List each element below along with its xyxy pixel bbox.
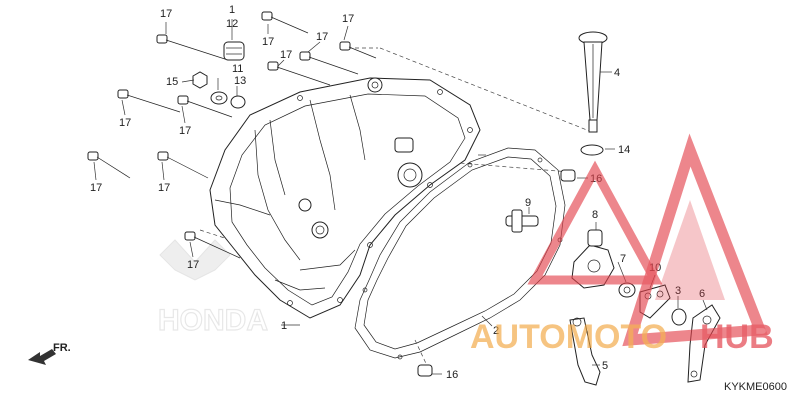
honda-wordmark: HONDA (158, 304, 268, 337)
callout-7: 7 (620, 253, 626, 265)
callout-6: 6 (699, 288, 705, 300)
callout-17-a: 17 (160, 8, 172, 20)
callout-17-c: 17 (342, 13, 354, 25)
automotohub-watermark: AUTOMOTO HUB (470, 133, 774, 356)
bolt-17-e (299, 51, 359, 75)
front-direction-indicator: FR. (28, 342, 71, 365)
dowel-16-top (560, 169, 576, 182)
bolt-17-d (267, 61, 331, 86)
oring-13 (230, 95, 246, 109)
callout-17-h: 17 (90, 182, 102, 194)
callout-1-bottom: 1 (281, 320, 287, 332)
bolt-17-a (156, 34, 229, 61)
watermark-text-hub: HUB (700, 318, 774, 356)
bolt-17-f (117, 89, 181, 113)
bearing-7 (618, 282, 636, 298)
washer-11 (210, 91, 228, 105)
callout-11: 11 (232, 63, 243, 75)
callout-17-f: 17 (119, 117, 131, 129)
oring-14 (580, 144, 604, 156)
callout-13: 13 (234, 75, 246, 87)
callout-17-e: 17 (316, 31, 328, 43)
callout-17-j: 17 (187, 259, 199, 271)
arm-5 (569, 317, 601, 386)
callout-2: 2 (493, 325, 499, 337)
dowel-16-bottom (417, 364, 433, 377)
callout-8: 8 (592, 209, 598, 221)
bolt-17-g (177, 95, 233, 118)
crankcase-cover (209, 77, 481, 319)
callout-17-b: 17 (262, 36, 274, 48)
callout-1-top: 1 (229, 4, 235, 16)
bolt-17-j (184, 231, 241, 259)
callout-labels: 1 12 11 13 15 17 17 17 17 17 17 17 17 17… (90, 4, 705, 381)
bolt-17-b (261, 11, 309, 34)
callout-16-bottom: 16 (446, 369, 458, 381)
callout-17-i: 17 (158, 182, 170, 194)
callout-14: 14 (618, 144, 630, 156)
direction-label: FR. (53, 342, 71, 354)
gasket (354, 147, 566, 360)
bolt-17-c (339, 41, 377, 59)
diagram-code: KYKME0600 (724, 381, 787, 393)
callout-12: 12 (226, 18, 238, 30)
callout-3: 3 (675, 285, 681, 297)
callout-5: 5 (602, 360, 608, 372)
bolt-17-i (157, 151, 209, 179)
honda-watermark: HONDA (157, 239, 269, 338)
callout-17-g: 17 (179, 125, 191, 137)
callout-17-d: 17 (280, 49, 292, 61)
lever-6 (687, 304, 721, 383)
leader-lines (93, 19, 708, 375)
bolts (87, 11, 377, 259)
oring-3 (671, 308, 687, 326)
callout-4: 4 (614, 67, 620, 79)
cap-12 (223, 41, 245, 61)
callout-9: 9 (525, 197, 531, 209)
stud-9 (505, 209, 539, 233)
bolt-17-h (87, 151, 131, 179)
nut-15 (192, 71, 208, 89)
callout-15: 15 (166, 76, 178, 88)
oil-dipstick (578, 31, 608, 133)
watermark-text-automoto: AUTOMOTO (470, 318, 667, 356)
